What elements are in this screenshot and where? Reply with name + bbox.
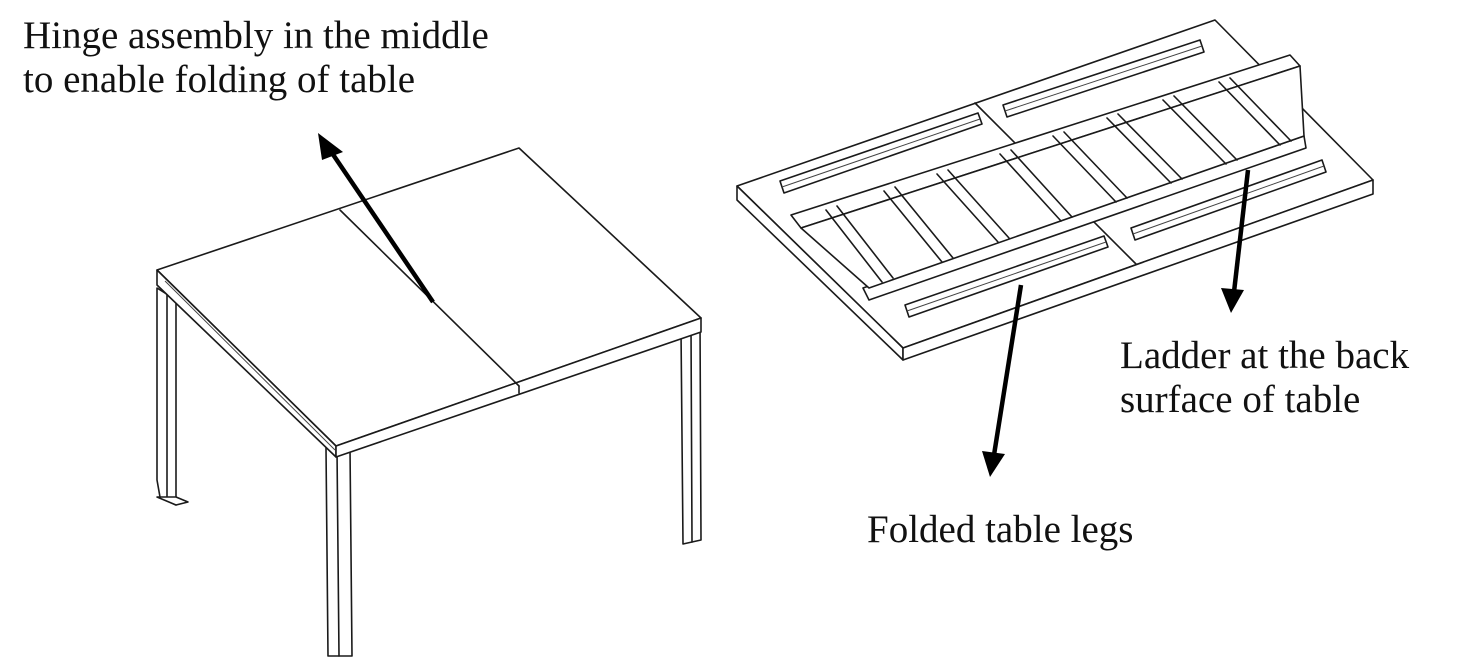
table-top — [156, 147, 702, 458]
folded-table — [736, 19, 1374, 361]
hinge-label-line1: Hinge assembly in the middle — [23, 14, 489, 57]
ladder-label-line2: surface of table — [1120, 378, 1361, 422]
folded-legs — [779, 39, 1327, 318]
table-leg-back-left — [156, 287, 189, 506]
ladder — [790, 54, 1307, 301]
legs-label: Folded table legs — [867, 508, 1133, 552]
hinge-label-line2: to enable folding of table — [23, 58, 416, 102]
ladder-label-line1: Ladder at the back — [1120, 334, 1410, 377]
hinge-arrow — [318, 133, 435, 304]
hinge-label: Hinge assembly in the middle to enable f… — [23, 14, 489, 103]
legs-label-line1: Folded table legs — [867, 508, 1134, 551]
table-leg-back-right — [680, 319, 702, 545]
table-leg-front — [325, 447, 353, 657]
assembled-table — [156, 147, 702, 657]
ladder-label: Ladder at the back surface of table — [1120, 334, 1409, 423]
ladder-arrow — [1221, 169, 1251, 313]
legs-arrow — [982, 284, 1024, 477]
